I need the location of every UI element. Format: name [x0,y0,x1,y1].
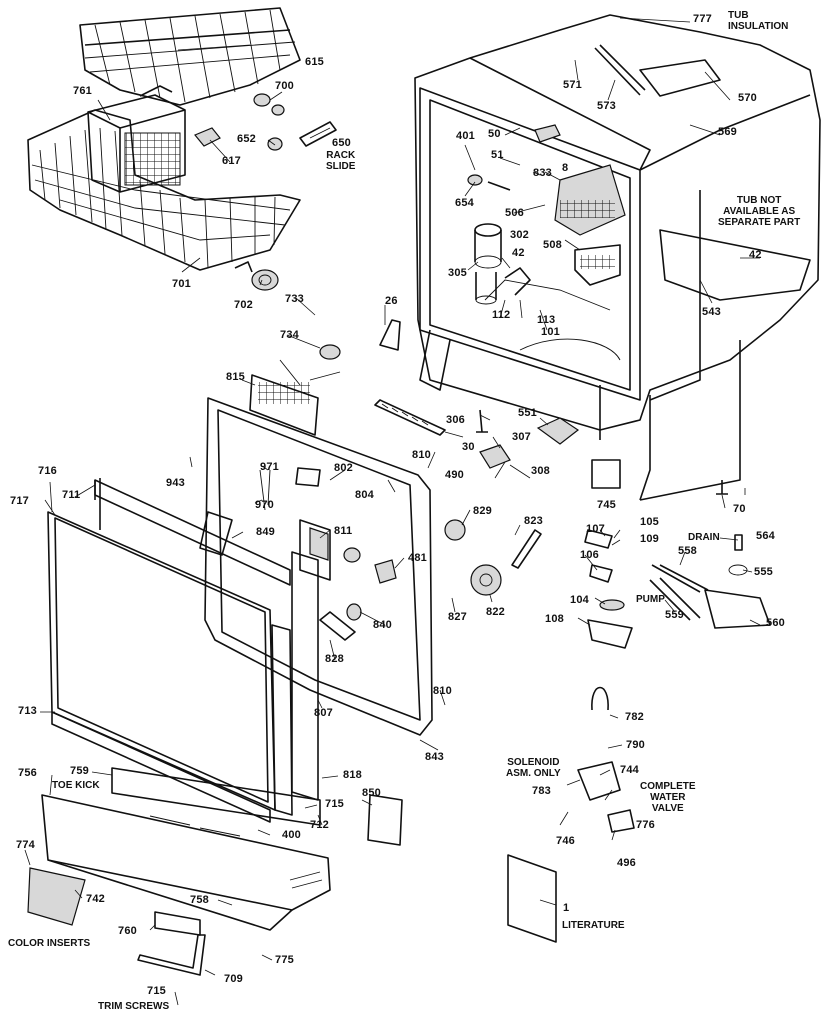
door-inner-panel [204,374,433,736]
tub-assembly [279,14,821,501]
toe-kick-assembly [27,767,331,976]
outer-door-panel [47,478,319,823]
leader-lines [24,17,761,1006]
pump-and-valve [367,519,771,943]
silverware-basket [87,85,186,193]
lower-rack [27,109,301,271]
rack-small-parts [194,93,337,291]
upper-rack [79,7,301,106]
